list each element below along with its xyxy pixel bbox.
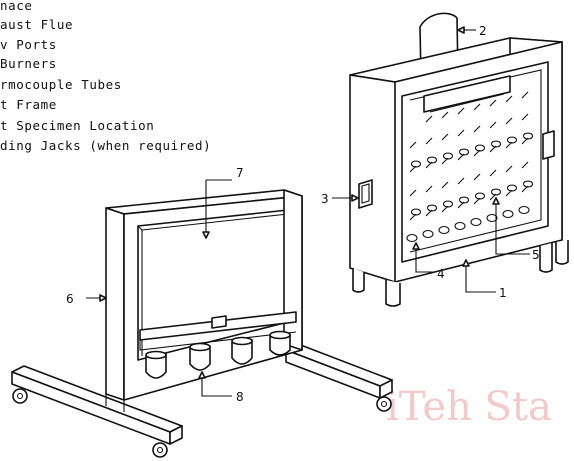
test-frame	[11, 189, 393, 458]
legend-item-6: t Frame	[0, 97, 57, 112]
legend-item-5: rmocouple Tubes	[0, 77, 122, 92]
callout-8: 8	[236, 390, 244, 404]
callout-2: 2	[479, 24, 487, 38]
view-port-right	[542, 130, 555, 160]
caster-wheel	[376, 396, 392, 412]
legend-item-8: ding Jacks (when required)	[0, 138, 211, 153]
legend: nace aust Flue v Ports Burners rmocouple…	[0, 0, 211, 153]
callout-4: 4	[437, 267, 445, 281]
furnace-leg	[555, 240, 569, 265]
legend-item-2: aust Flue	[0, 17, 73, 32]
legend-item-3: v Ports	[0, 37, 57, 52]
furnace-leg	[385, 280, 401, 307]
burner-array	[406, 91, 534, 243]
callout-3: 3	[321, 192, 329, 206]
caster-wheel	[12, 388, 28, 404]
burner-face	[401, 61, 549, 263]
loading-jacks	[145, 330, 291, 379]
furnace-leg	[539, 243, 553, 273]
legend-item-4: Burners	[0, 56, 57, 71]
furnace	[349, 12, 569, 307]
view-port-left	[358, 179, 373, 209]
legend-item-1: nace	[0, 0, 33, 13]
callout-7: 7	[236, 166, 244, 180]
callout-1: 1	[499, 286, 507, 300]
callout-6: 6	[66, 292, 74, 306]
callout-5: 5	[532, 248, 540, 262]
callouts: 2 3 4 5 1 7 6 8	[66, 24, 540, 404]
caster-wheel	[152, 442, 168, 458]
watermark-text: iTeh Sta	[386, 384, 552, 430]
legend-item-7: t Specimen Location	[0, 118, 154, 133]
furnace-leg	[352, 268, 365, 293]
frame-left-post	[105, 207, 125, 401]
